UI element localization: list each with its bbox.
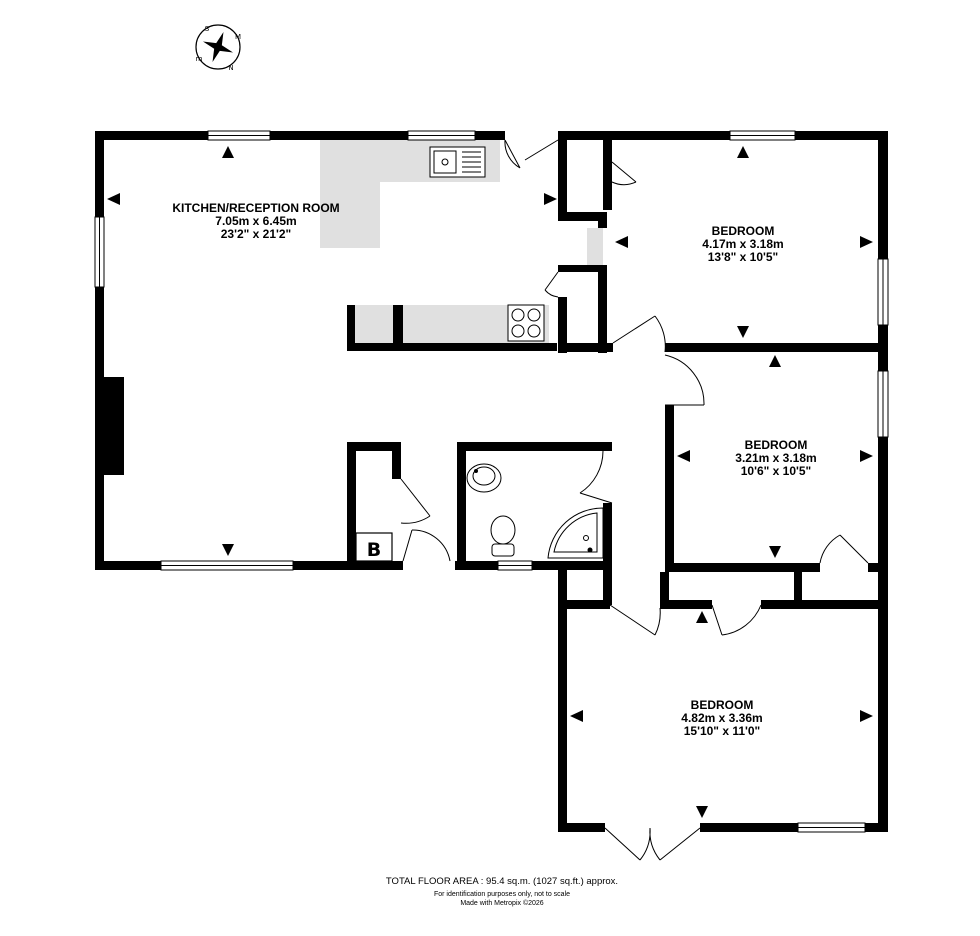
room-label-bedroom-2: BEDROOM 3.21m x 3.18m 10'6" x 10'5" <box>735 438 816 478</box>
room-label-kitchen: KITCHEN/RECEPTION ROOM 7.05m x 6.45m 23'… <box>172 201 339 241</box>
room-label-bedroom-1: BEDROOM 4.17m x 3.18m 13'8" x 10'5" <box>702 224 783 264</box>
bedroom3-french-door-right <box>649 827 701 861</box>
room-imperial: 15'10" x 11'0" <box>684 724 760 738</box>
bedroom3-french-door-left <box>604 827 651 861</box>
compass-rose-icon: S M N m <box>195 24 241 72</box>
total-floor-area: TOTAL FLOOR AREA : 95.4 sq.m. (1027 sq.f… <box>386 876 618 887</box>
doors <box>400 139 869 861</box>
wash-basin-bowl <box>472 466 496 486</box>
boiler-label: B <box>367 539 381 561</box>
walls <box>95 131 888 832</box>
room-metric: 4.82m x 3.36m <box>681 711 762 725</box>
kitchen-sink-icon <box>429 146 486 178</box>
room-label-bedroom-3: BEDROOM 4.82m x 3.36m 15'10" x 11'0" <box>681 698 762 738</box>
ceiling-arrows <box>107 146 873 818</box>
compass-letter-n: N <box>228 64 233 72</box>
boiler-icon: B <box>355 532 393 562</box>
footer: TOTAL FLOOR AREA : 95.4 sq.m. (1027 sq.f… <box>386 876 618 907</box>
compass-letter-w: m <box>196 55 203 63</box>
windows <box>94 130 889 833</box>
bedroom2-door <box>664 354 705 406</box>
room-metric: 4.17m x 3.18m <box>702 237 783 251</box>
credit: Made with Metropix ©2026 <box>460 899 543 907</box>
room-name: BEDROOM <box>691 698 754 712</box>
room-name: KITCHEN/RECEPTION ROOM <box>172 201 339 215</box>
toilet-icon <box>490 515 516 545</box>
room-metric: 7.05m x 6.45m <box>215 214 296 228</box>
bedroom1-door <box>612 315 666 353</box>
room-name: BEDROOM <box>745 438 808 452</box>
bedroom3-door <box>609 604 661 636</box>
room-imperial: 10'6" x 10'5" <box>741 464 811 478</box>
bathroom-fixtures <box>466 463 604 559</box>
compass-letter-m: M <box>235 33 241 41</box>
bedroom2-cupboard-door <box>819 534 869 564</box>
compass-letter-s: S <box>205 25 210 33</box>
disclaimer: For identification purposes only, not to… <box>434 891 570 898</box>
hob-icon <box>507 304 545 342</box>
room-imperial: 23'2" x 21'2" <box>221 227 291 241</box>
front-door <box>504 139 521 169</box>
room-imperial: 13'8" x 10'5" <box>708 250 778 264</box>
room-name: BEDROOM <box>712 224 775 238</box>
room-metric: 3.21m x 3.18m <box>735 451 816 465</box>
